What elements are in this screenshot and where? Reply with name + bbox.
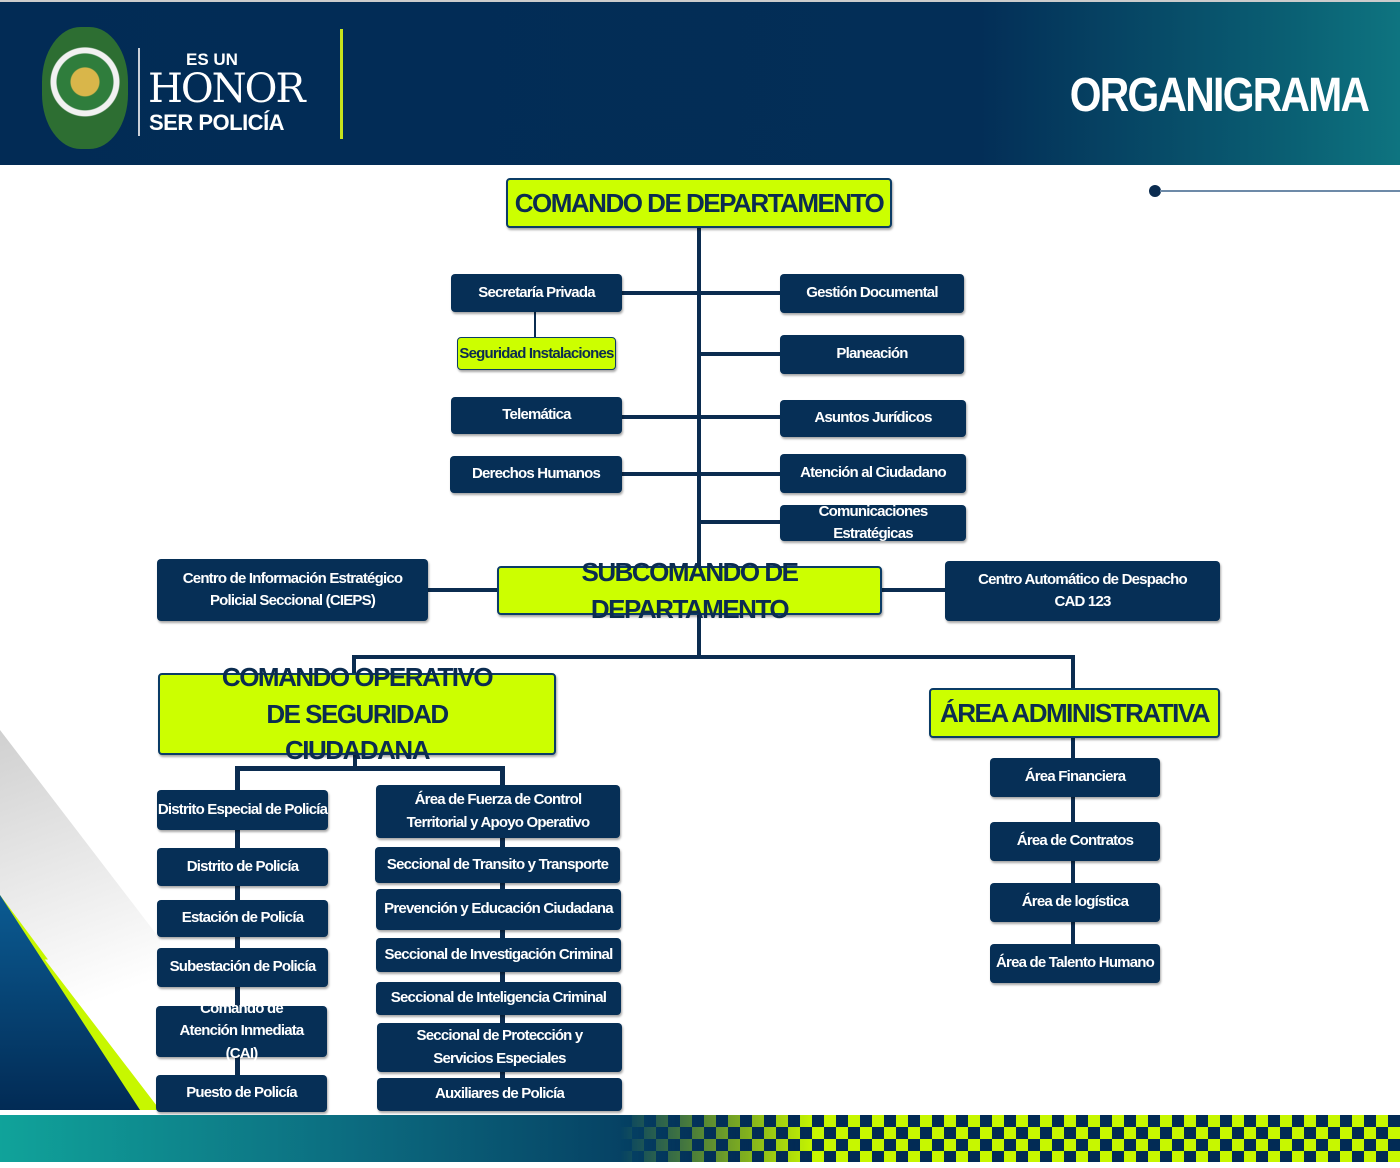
area-logistica-box: Área de logística — [990, 883, 1160, 922]
motto-line2: HONOR — [148, 66, 306, 112]
distrito-especial-box: Distrito Especial de Policía — [157, 790, 328, 830]
area-talento-humano-box: Área de Talento Humano — [990, 944, 1160, 983]
header-banner: ES UN HONOR SER POLICÍA ORGANIGRAMA — [0, 0, 1400, 165]
subestacion-box: Subestación de Policía — [157, 948, 328, 987]
area-administrativa-box: ÁREA ADMINISTRATIVA — [929, 688, 1220, 738]
decorative-dot — [1149, 185, 1161, 197]
divider — [138, 48, 140, 136]
auxiliares-box: Auxiliares de Policía — [377, 1078, 622, 1111]
gestion-documental-box: Gestión Documental — [780, 274, 964, 313]
decorative-line — [1160, 190, 1400, 192]
cieps-box: Centro de Información Estratégico Polici… — [157, 559, 428, 621]
area-contratos-box: Área de Contratos — [990, 822, 1160, 861]
area-financiera-box: Área Financiera — [990, 758, 1160, 797]
checker-pattern — [620, 1115, 1400, 1162]
investigacion-criminal-box: Seccional de Investigación Criminal — [376, 938, 621, 972]
motto-line3: SER POLICÍA — [149, 110, 285, 135]
seguridad-instalaciones-box: Seguridad Instalaciones — [457, 337, 616, 370]
comando-operativo-box: COMANDO OPERATIVO DE SEGURIDAD CIUDADANA — [158, 662, 556, 765]
distrito-box: Distrito de Policía — [157, 848, 328, 886]
page-title: ORGANIGRAMA — [1069, 69, 1369, 122]
cai-box: Comando de Atención Inmediata (CAI) — [156, 1000, 327, 1062]
proteccion-servicios-box: Seccional de Protección y Servicios Espe… — [377, 1023, 622, 1072]
cad-123-box: Centro Automático de Despacho CAD 123 — [945, 561, 1220, 621]
estacion-box: Estación de Policía — [157, 900, 328, 937]
police-seal-logo — [42, 27, 128, 149]
transito-transporte-box: Seccional de Transito y Transporte — [375, 847, 620, 883]
comunicaciones-estrategicas-box: Comunicaciones Estratégicas — [780, 503, 966, 542]
derechos-humanos-box: Derechos Humanos — [450, 456, 622, 493]
fuerza-control-territorial-box: Área de Fuerza de Control Territorial y … — [376, 785, 620, 838]
telematica-box: Telemática — [451, 397, 622, 434]
atencion-ciudadano-box: Atención al Ciudadano — [780, 454, 966, 493]
inteligencia-criminal-box: Seccional de Inteligencia Criminal — [376, 982, 621, 1015]
comando-departamento-box: COMANDO DE DEPARTAMENTO — [506, 178, 892, 228]
prevencion-educacion-box: Prevención y Educación Ciudadana — [376, 889, 621, 930]
secretaria-privada-box: Secretaría Privada — [451, 274, 622, 312]
asuntos-juridicos-box: Asuntos Jurídicos — [780, 400, 966, 437]
planeacion-box: Planeación — [780, 335, 964, 374]
motto-line1: ES UN — [186, 50, 238, 69]
subcomando-departamento-box: SUBCOMANDO DE DEPARTAMENTO — [497, 557, 882, 624]
divider — [340, 29, 343, 139]
puesto-box: Puesto de Policía — [156, 1075, 327, 1112]
